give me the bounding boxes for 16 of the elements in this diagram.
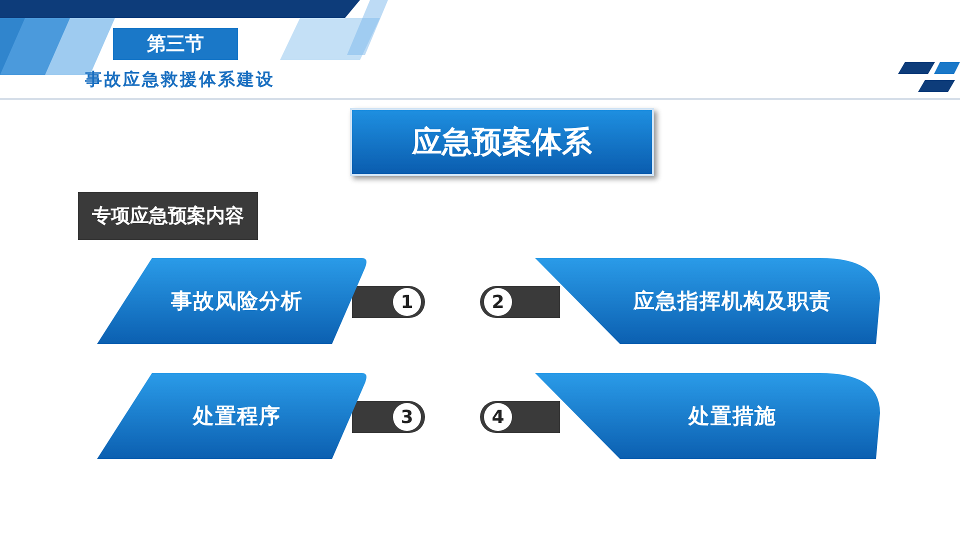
item-title: 事故风险分析 [170,288,304,315]
heading-tag: 专项应急预案内容 [78,192,258,240]
step-number: 3 [393,403,421,431]
item-title: 处置措施 [687,403,778,430]
step-number: 1 [393,288,421,316]
item-title: 应急指挥机构及职责 [632,288,832,315]
step-number: 4 [484,403,512,431]
number-tab [480,401,560,433]
number-tab [352,286,425,318]
title-banner: 应急预案体系 [350,108,654,176]
step-number: 2 [484,288,512,316]
number-tab [352,401,425,433]
section-tag: 第三节 [113,28,238,60]
section-subtitle: 事故应急救援体系建设 [85,69,275,91]
item-title: 处置程序 [192,403,282,430]
number-tab [480,286,560,318]
